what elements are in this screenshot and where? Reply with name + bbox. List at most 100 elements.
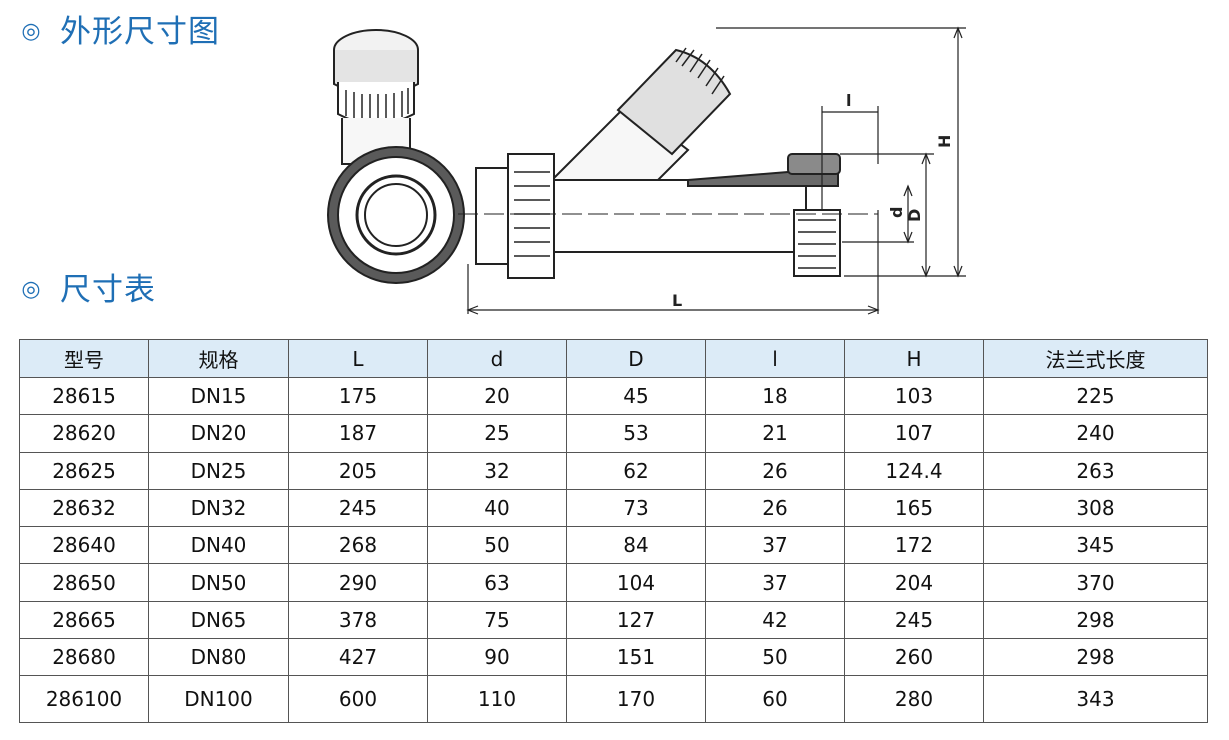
circle-bullet-icon: ◎ <box>21 277 41 302</box>
cell-L: 427 <box>288 638 428 677</box>
cell-model: 286100 <box>19 675 149 724</box>
cell-flange-length: 370 <box>983 563 1208 602</box>
cell-flange-length: 240 <box>983 414 1208 453</box>
cell-H: 260 <box>844 638 984 677</box>
cell-H: 103 <box>844 376 984 416</box>
cell-model: 28640 <box>19 526 149 565</box>
drawing-section-heading: ◎ 外形尺寸图 <box>16 12 220 52</box>
cell-L: 245 <box>288 488 428 528</box>
header-spec: 规格 <box>148 339 289 378</box>
table-section-title: 尺寸表 <box>60 272 156 308</box>
cell-L: 187 <box>288 414 428 453</box>
cell-l: 26 <box>705 451 845 490</box>
cell-l: 42 <box>705 600 845 640</box>
cell-model: 28625 <box>19 451 149 490</box>
cell-flange-length: 225 <box>983 376 1208 416</box>
dim-label-D: D <box>905 209 924 222</box>
cell-H: 107 <box>844 414 984 453</box>
table-section-heading: ◎ 尺寸表 <box>16 270 156 310</box>
cell-l: 37 <box>705 563 845 602</box>
cell-model: 28665 <box>19 600 149 640</box>
cell-d: 63 <box>427 563 567 602</box>
cell-flange-length: 298 <box>983 600 1208 640</box>
cell-l: 60 <box>705 675 845 724</box>
cell-d: 32 <box>427 451 567 490</box>
cell-H: 124.4 <box>844 451 984 490</box>
cell-H: 280 <box>844 675 984 724</box>
front-view <box>458 47 878 279</box>
header-H: H <box>844 339 984 378</box>
cell-d: 50 <box>427 526 567 565</box>
cell-flange-length: 298 <box>983 638 1208 677</box>
dim-label-d: d <box>887 207 906 218</box>
cell-model: 28680 <box>19 638 149 677</box>
header-model: 型号 <box>19 339 149 378</box>
cell-d: 20 <box>427 376 567 416</box>
cell-D: 62 <box>566 451 706 490</box>
cell-L: 378 <box>288 600 428 640</box>
cell-model: 28632 <box>19 488 149 528</box>
header-D: D <box>566 339 706 378</box>
header-l: l <box>705 339 845 378</box>
cell-H: 245 <box>844 600 984 640</box>
cell-spec: DN100 <box>148 675 289 724</box>
dim-label-l: l <box>846 91 851 110</box>
dimension-lines <box>466 26 966 315</box>
table-header-row: 型号 规格 L d D l H 法兰式长度 <box>19 339 1208 378</box>
cell-L: 175 <box>288 376 428 416</box>
cell-D: 127 <box>566 600 706 640</box>
cell-H: 204 <box>844 563 984 602</box>
cell-flange-length: 263 <box>983 451 1208 490</box>
cell-D: 73 <box>566 488 706 528</box>
header-L: L <box>288 339 428 378</box>
cell-spec: DN20 <box>148 414 289 453</box>
cell-spec: DN25 <box>148 451 289 490</box>
cell-flange-length: 343 <box>983 675 1208 724</box>
cell-l: 50 <box>705 638 845 677</box>
cell-L: 290 <box>288 563 428 602</box>
cell-D: 104 <box>566 563 706 602</box>
cell-d: 75 <box>427 600 567 640</box>
cell-flange-length: 345 <box>983 526 1208 565</box>
header-d: d <box>427 339 567 378</box>
cell-spec: DN80 <box>148 638 289 677</box>
cell-D: 170 <box>566 675 706 724</box>
cell-spec: DN32 <box>148 488 289 528</box>
cell-spec: DN40 <box>148 526 289 565</box>
cell-d: 25 <box>427 414 567 453</box>
cell-flange-length: 308 <box>983 488 1208 528</box>
cell-L: 268 <box>288 526 428 565</box>
cell-model: 28650 <box>19 563 149 602</box>
cell-L: 600 <box>288 675 428 724</box>
cell-H: 165 <box>844 488 984 528</box>
cell-D: 45 <box>566 376 706 416</box>
cell-l: 37 <box>705 526 845 565</box>
y-strainer-dimension-drawing: L H l d D <box>327 26 966 315</box>
cell-spec: DN15 <box>148 376 289 416</box>
circle-bullet-icon: ◎ <box>21 19 41 44</box>
cell-spec: DN50 <box>148 563 289 602</box>
header-flange-length: 法兰式长度 <box>983 339 1208 378</box>
side-view <box>327 29 465 284</box>
drawing-section-title: 外形尺寸图 <box>60 14 220 50</box>
cell-spec: DN65 <box>148 600 289 640</box>
cell-model: 28615 <box>19 376 149 416</box>
cell-d: 90 <box>427 638 567 677</box>
cell-model: 28620 <box>19 414 149 453</box>
cell-D: 84 <box>566 526 706 565</box>
cell-H: 172 <box>844 526 984 565</box>
cell-L: 205 <box>288 451 428 490</box>
cell-D: 53 <box>566 414 706 453</box>
cell-d: 110 <box>427 675 567 724</box>
cell-D: 151 <box>566 638 706 677</box>
